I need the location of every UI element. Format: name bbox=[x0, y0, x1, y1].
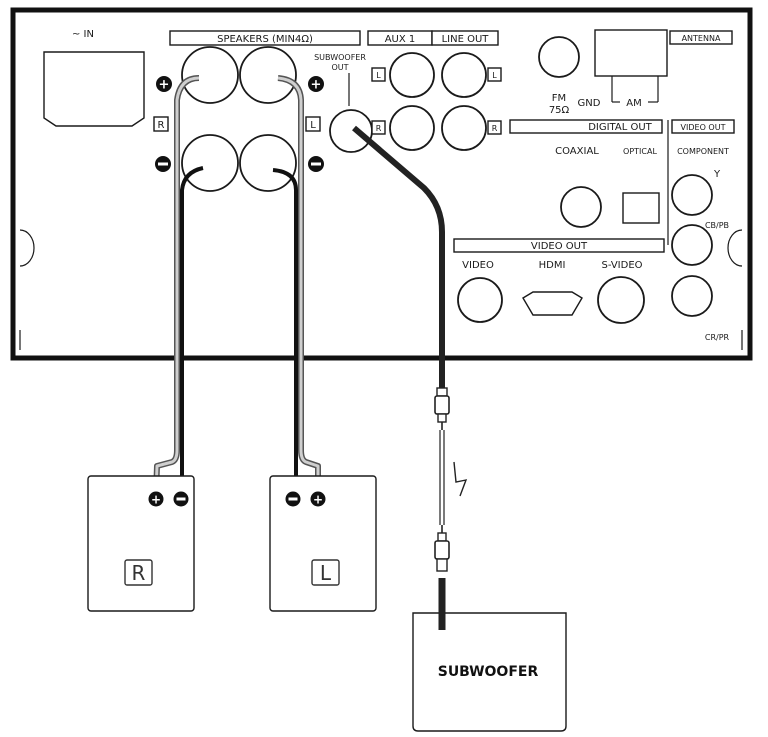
speakers-header: SPEAKERS (MIN4Ω) bbox=[217, 34, 313, 45]
digital-out-header: DIGITAL OUT bbox=[588, 122, 652, 133]
ac-in-label: ~ IN bbox=[72, 29, 94, 40]
video-jack[interactable] bbox=[457, 277, 503, 323]
ac-inlet bbox=[43, 51, 145, 127]
speaker-cables bbox=[153, 75, 321, 495]
optical-port[interactable] bbox=[622, 192, 660, 224]
video-out-side-header: VIDEO OUT bbox=[681, 123, 726, 132]
aux-l-jack[interactable] bbox=[389, 52, 435, 98]
lineout-header: LINE OUT bbox=[442, 34, 490, 45]
component-y-jack[interactable] bbox=[671, 174, 713, 216]
subwoofer-out-label-2: OUT bbox=[331, 63, 348, 72]
component-cr-jack[interactable] bbox=[671, 275, 713, 317]
aux-l-tag: L bbox=[376, 71, 381, 80]
component-y-label: Y bbox=[713, 169, 721, 180]
minus-icon bbox=[173, 491, 189, 507]
component-cb-label: CB/PB bbox=[705, 221, 729, 230]
subwoofer-box: SUBWOOFER bbox=[412, 612, 567, 732]
video-out-header: VIDEO OUT bbox=[531, 241, 588, 252]
subwoofer-cable bbox=[352, 125, 468, 612]
speaker-right: + R bbox=[87, 475, 195, 612]
antenna-header: ANTENNA bbox=[682, 34, 721, 43]
channel-l-tag: L bbox=[310, 120, 316, 131]
svg-text:+: + bbox=[311, 78, 322, 93]
am-antenna-terminal[interactable] bbox=[594, 29, 668, 77]
s-video-jack[interactable] bbox=[597, 276, 645, 324]
speaker-right-label: R bbox=[132, 561, 146, 585]
coaxial-jack[interactable] bbox=[560, 186, 602, 228]
coaxial-label: COAXIAL bbox=[555, 146, 599, 157]
plus-icon: + bbox=[156, 76, 172, 93]
rear-panel: ~ IN SPEAKERS (MIN4Ω) + + R L bbox=[10, 7, 753, 361]
svg-text:+: + bbox=[313, 493, 323, 507]
plus-icon: + bbox=[310, 491, 326, 507]
am-label: AM bbox=[626, 98, 641, 109]
lineout-l-jack[interactable] bbox=[441, 52, 487, 98]
speaker-left: + L bbox=[269, 475, 377, 612]
channel-r-tag: R bbox=[158, 120, 165, 131]
plus-icon: + bbox=[308, 76, 324, 93]
fm-label: FM bbox=[552, 93, 566, 104]
minus-icon bbox=[155, 156, 171, 172]
minus-icon bbox=[308, 156, 324, 172]
component-cb-jack[interactable] bbox=[671, 224, 713, 266]
lineout-r-tag: R bbox=[492, 124, 498, 133]
cable-break-icon bbox=[453, 461, 468, 497]
speaker-terminal-l-plus[interactable] bbox=[239, 46, 297, 104]
svg-text:+: + bbox=[151, 493, 161, 507]
component-label: COMPONENT bbox=[677, 147, 729, 156]
s-video-label: S-VIDEO bbox=[601, 260, 642, 271]
hdmi-port[interactable] bbox=[522, 291, 583, 316]
video-label: VIDEO bbox=[462, 260, 494, 271]
lineout-r-jack[interactable] bbox=[441, 105, 487, 151]
component-cr-label: CR/PR bbox=[705, 333, 730, 342]
subwoofer-label: SUBWOOFER bbox=[438, 664, 539, 680]
aux-r-jack[interactable] bbox=[389, 105, 435, 151]
subwoofer-out-jack[interactable] bbox=[329, 109, 373, 153]
aux-r-tag: R bbox=[376, 124, 382, 133]
fm-ohm-label: 75Ω bbox=[549, 105, 570, 116]
rca-plug-top-icon bbox=[434, 387, 450, 430]
subwoofer-out-label-1: SUBWOOFER bbox=[314, 53, 366, 62]
speaker-terminal-r-plus[interactable] bbox=[181, 46, 239, 104]
speaker-terminal-r-minus[interactable] bbox=[181, 134, 239, 192]
svg-text:+: + bbox=[159, 78, 170, 93]
lineout-l-tag: L bbox=[492, 71, 497, 80]
rca-plug-bottom-icon bbox=[434, 525, 450, 572]
fm-antenna-jack[interactable] bbox=[538, 36, 580, 78]
minus-icon bbox=[285, 491, 301, 507]
gnd-label: GND bbox=[578, 98, 601, 109]
aux-header: AUX 1 bbox=[385, 34, 416, 45]
hdmi-label: HDMI bbox=[539, 260, 566, 271]
plus-icon: + bbox=[148, 491, 164, 507]
optical-label: OPTICAL bbox=[623, 147, 657, 156]
speaker-left-label: L bbox=[320, 561, 332, 585]
speaker-terminal-l-minus[interactable] bbox=[239, 134, 297, 192]
